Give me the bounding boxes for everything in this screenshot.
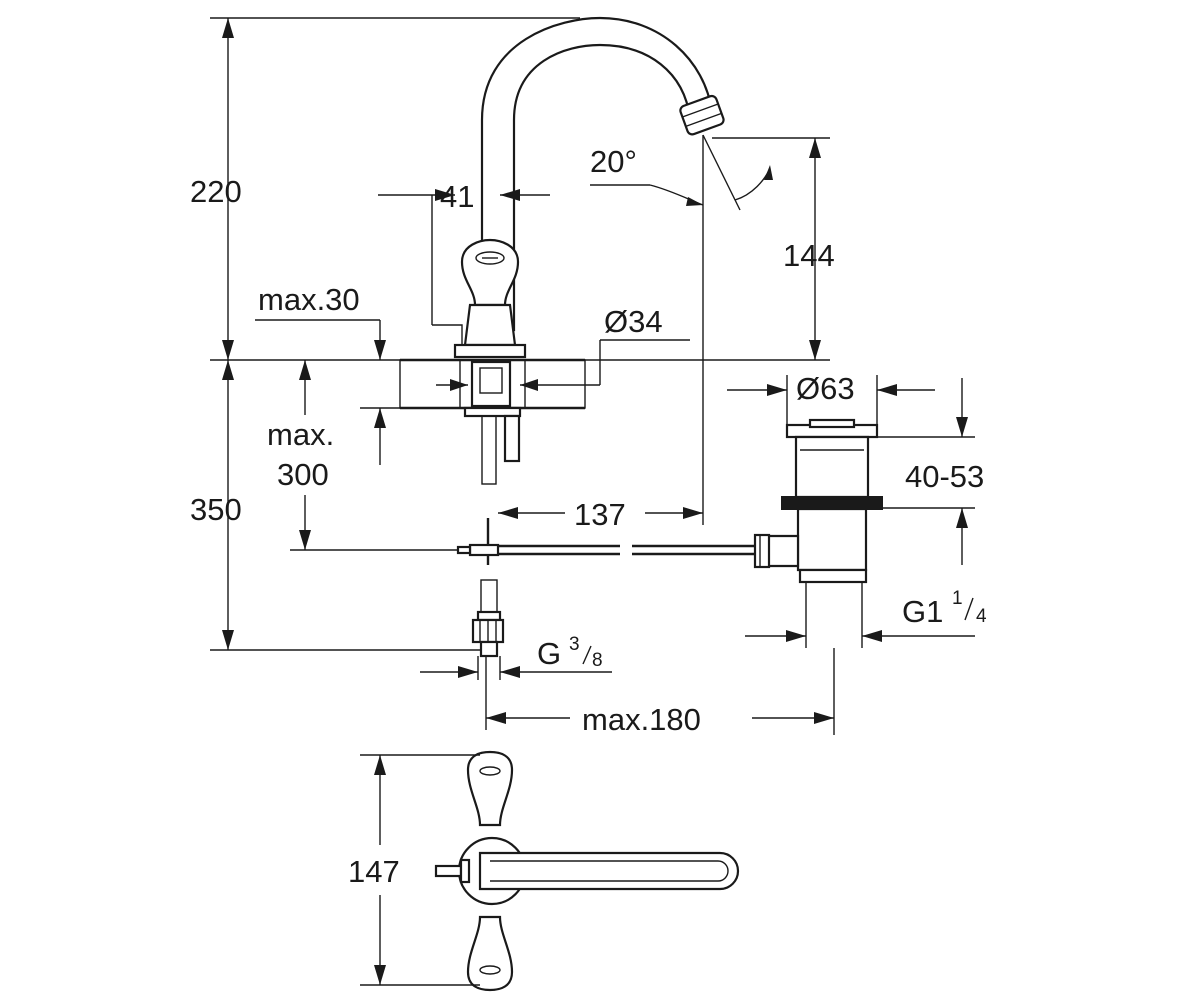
supply-hose <box>471 579 505 730</box>
waste-thread-label: G1 <box>902 594 943 629</box>
aerator <box>679 94 725 136</box>
max-depth-label-line2: 300 <box>277 457 329 492</box>
max-reach-label: max.180 <box>582 702 701 737</box>
waste-thread-fraction-slash <box>964 597 974 621</box>
handle-span-dimension <box>360 754 480 986</box>
waste-range-label: 40-53 <box>905 459 984 494</box>
supply-thread-dimension <box>420 656 612 680</box>
max-reach-dimension <box>486 648 835 735</box>
spout-height-label: 144 <box>783 238 835 273</box>
waste-diameter-label: Ø63 <box>796 371 855 406</box>
under-deck-label: 350 <box>190 492 242 527</box>
deck-thickness-label: max.30 <box>258 282 360 317</box>
max-depth-label-line1: max. <box>267 417 334 452</box>
supply-thread-fraction-slash <box>582 645 592 665</box>
top-view <box>434 750 740 992</box>
waste-range-dimension <box>877 378 975 565</box>
lever-width-label: 41 <box>440 179 474 214</box>
supply-thread-numerator: 3 <box>569 634 580 655</box>
lever-width-dimension <box>378 189 550 325</box>
pop-up-rod <box>290 518 765 565</box>
hole-diameter-label: Ø34 <box>604 304 663 339</box>
handle-span-label: 147 <box>348 854 400 889</box>
supply-thread-label: G <box>537 636 561 671</box>
spout-height-dimension <box>702 137 830 525</box>
waste-thread-denominator: 4 <box>976 606 987 627</box>
height-total-label: 220 <box>190 174 242 209</box>
deck-section <box>399 358 600 485</box>
spout-projection-label: 137 <box>574 497 626 532</box>
deck-thickness-dimension <box>255 319 400 465</box>
spout-angle-label: 20° <box>590 144 637 179</box>
supply-thread-denominator: 8 <box>592 650 603 671</box>
waste-diameter-dimension <box>727 375 935 425</box>
spout-projection-dimension <box>498 507 703 519</box>
waste-assembly <box>753 418 883 648</box>
max-depth-dimension <box>299 360 311 550</box>
hole-diameter-leader <box>599 339 690 385</box>
waste-thread-numerator: 1 <box>952 588 963 609</box>
mixer-handle <box>432 238 527 359</box>
spout-angle-indicator <box>590 134 773 211</box>
waste-thread-dimension <box>745 630 975 642</box>
